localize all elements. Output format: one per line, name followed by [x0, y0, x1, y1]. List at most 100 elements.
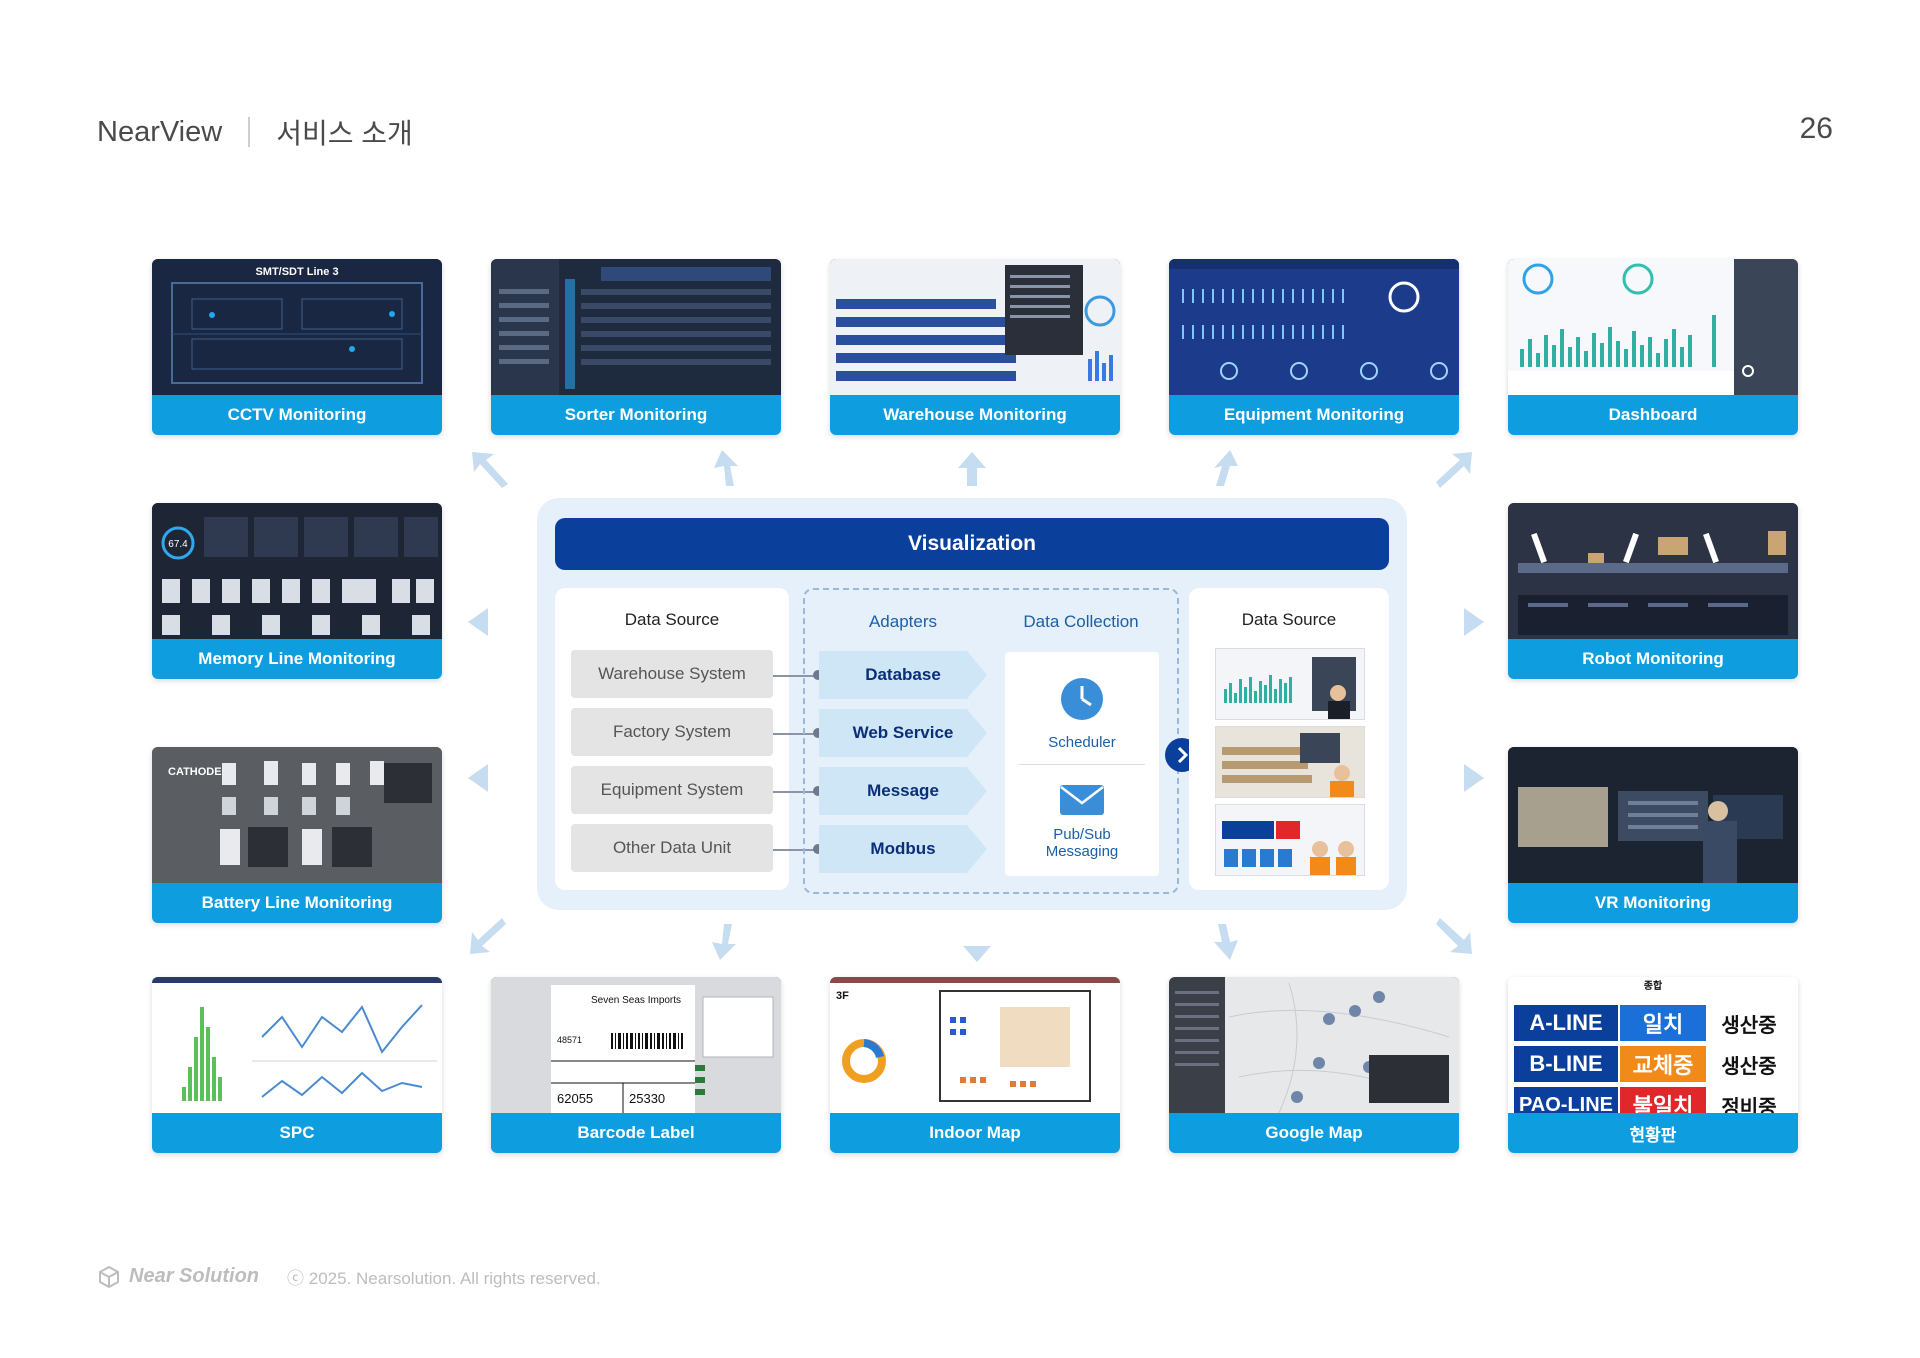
tile-label: CCTV Monitoring	[152, 395, 442, 435]
data-collection-box: Scheduler Pub/Sub Messaging	[1005, 652, 1159, 876]
connector-line	[773, 849, 823, 851]
connector-dot	[813, 670, 823, 680]
visualization-bar: Visualization	[555, 518, 1389, 570]
arrow-down-right-icon	[1214, 924, 1238, 960]
scheduler-label: Scheduler	[1048, 734, 1116, 751]
pubsub-label-line2: Messaging	[1045, 843, 1119, 860]
data-source-panel-right: Data Source	[1189, 588, 1389, 890]
board-status: 교체중	[1620, 1046, 1706, 1082]
data-source-title: Data Source	[624, 610, 720, 629]
tile-label: Battery Line Monitoring	[152, 883, 442, 923]
data-source-title: Data Source	[1241, 610, 1337, 629]
board-state: 생산중	[1721, 1014, 1777, 1037]
connector-line	[773, 733, 823, 735]
arrow-down-icon	[963, 946, 991, 962]
board-state: 정비중	[1721, 1096, 1777, 1114]
equipment-screenshot	[1169, 259, 1459, 395]
footer: Near Solution ⓒ 2025. Nearsolution. All …	[97, 1264, 601, 1289]
board-state: 생산중	[1721, 1055, 1777, 1078]
spc-screenshot	[152, 977, 442, 1113]
board-line: PAO-LINE	[1514, 1087, 1618, 1113]
board-rows: A-LINE 일치 생산중 B-LINE 교체중 생산중 PAO-LINE 불일…	[1514, 1005, 1794, 1113]
board-status: 불일치	[1620, 1087, 1706, 1113]
adapter-message: Message	[819, 767, 987, 815]
arrow-up-right-icon	[1214, 450, 1238, 486]
arrow-left-icon	[468, 608, 488, 636]
arrow-left-icon	[468, 764, 488, 792]
connector-dot	[813, 844, 823, 854]
tile-label: Indoor Map	[830, 1113, 1120, 1153]
arrow-up-left-icon	[472, 452, 508, 488]
indoor-floor-label: 3F	[836, 990, 849, 1002]
tile-cctv-monitoring[interactable]: SMT/SDT Line 3 CCTV Monitoring	[152, 259, 442, 435]
tile-indoor-map[interactable]: 3F Indoor Map	[830, 977, 1120, 1153]
tile-sorter-monitoring[interactable]: Sorter Monitoring	[491, 259, 781, 435]
tile-google-map[interactable]: Google Map	[1169, 977, 1459, 1153]
page-title: 서비스 소개	[276, 118, 413, 149]
tile-label: Robot Monitoring	[1508, 639, 1798, 679]
tile-equipment-monitoring[interactable]: Equipment Monitoring	[1169, 259, 1459, 435]
board-line: B-LINE	[1514, 1046, 1618, 1082]
tile-robot-monitoring[interactable]: Robot Monitoring	[1508, 503, 1798, 679]
vr-screenshot	[1508, 747, 1798, 883]
tile-label: Dashboard	[1508, 395, 1798, 435]
near-solution-logo-icon	[99, 1265, 119, 1288]
tile-dashboard[interactable]: Dashboard	[1508, 259, 1798, 435]
dashboard-screenshot	[1508, 259, 1798, 395]
tile-label: Sorter Monitoring	[491, 395, 781, 435]
tile-barcode-label[interactable]: Seven Seas Imports 48571 62055 25330 Bar…	[491, 977, 781, 1153]
footer-logo: Near Solution	[129, 1265, 260, 1287]
tile-vr-monitoring[interactable]: VR Monitoring	[1508, 747, 1798, 923]
output-dashboard-thumbnail	[1215, 648, 1365, 720]
output-status-board-thumbnail	[1215, 804, 1365, 876]
envelope-icon	[1060, 785, 1104, 815]
brand-name: NearView	[97, 115, 223, 148]
tile-label: Google Map	[1169, 1113, 1459, 1153]
tile-label: SPC	[152, 1113, 442, 1153]
board-row: B-LINE 교체중 생산중	[1514, 1046, 1794, 1082]
arrow-up-icon	[958, 452, 986, 486]
connector-line	[773, 791, 823, 793]
board-header: 종합	[1643, 981, 1663, 992]
barcode-screenshot: Seven Seas Imports 48571 62055 25330	[491, 977, 781, 1113]
source-warehouse-system: Warehouse System	[571, 650, 773, 698]
pubsub-label-line1: Pub/Sub	[1053, 826, 1111, 843]
tile-warehouse-monitoring[interactable]: Warehouse Monitoring	[830, 259, 1120, 435]
data-collection-title: Data Collection	[1023, 612, 1139, 631]
status-board-screenshot: 종합 A-LINE 일치 생산중 B-LINE 교체중 생산중 PAO-LINE…	[1508, 977, 1798, 1113]
tile-battery-line-monitoring[interactable]: CATHODE Battery Line Monitoring	[152, 747, 442, 923]
arrow-down-right-icon	[1436, 918, 1472, 954]
tile-spc[interactable]: SPC	[152, 977, 442, 1153]
barcode-order: 48571	[557, 1035, 582, 1045]
source-other-data-unit: Other Data Unit	[571, 824, 773, 872]
battery-screenshot: CATHODE	[152, 747, 442, 883]
board-status: 일치	[1620, 1005, 1706, 1041]
adapter-database: Database	[819, 651, 987, 699]
cctv-screenshot: SMT/SDT Line 3	[152, 259, 442, 395]
tile-status-board[interactable]: 종합 A-LINE 일치 생산중 B-LINE 교체중 생산중 PAO-LINE…	[1508, 977, 1798, 1153]
connector-line	[773, 675, 823, 677]
sorter-screenshot	[491, 259, 781, 395]
arrow-right-icon	[1464, 608, 1484, 636]
warehouse-screenshot	[830, 259, 1120, 395]
battery-cathode-label: CATHODE	[168, 766, 222, 778]
source-equipment-system: Equipment System	[571, 766, 773, 814]
indoor-map-screenshot: 3F	[830, 977, 1120, 1113]
google-map-screenshot	[1169, 977, 1459, 1113]
architecture-diagram: Visualization Data Source Warehouse Syst…	[537, 498, 1407, 910]
barcode-company: Seven Seas Imports	[591, 995, 681, 1006]
chevron-right-icon	[1177, 746, 1189, 764]
tile-memory-line-monitoring[interactable]: 67.4 Memory Line Monitoring	[152, 503, 442, 679]
clock-icon	[1061, 678, 1103, 720]
arrow-up-icon	[714, 450, 738, 486]
footer-copyright: ⓒ 2025. Nearsolution. All rights reserve…	[287, 1269, 601, 1288]
source-factory-system: Factory System	[571, 708, 773, 756]
robot-screenshot	[1508, 503, 1798, 639]
memory-gauge-value: 67.4	[168, 539, 188, 550]
cctv-screen-title: SMT/SDT Line 3	[255, 266, 338, 278]
barcode-ref-number: 62055	[557, 1091, 593, 1106]
barcode-stock-code: 25330	[629, 1091, 665, 1106]
connector-dot	[813, 728, 823, 738]
tile-label: Memory Line Monitoring	[152, 639, 442, 679]
arrow-up-right-icon	[1436, 452, 1472, 488]
